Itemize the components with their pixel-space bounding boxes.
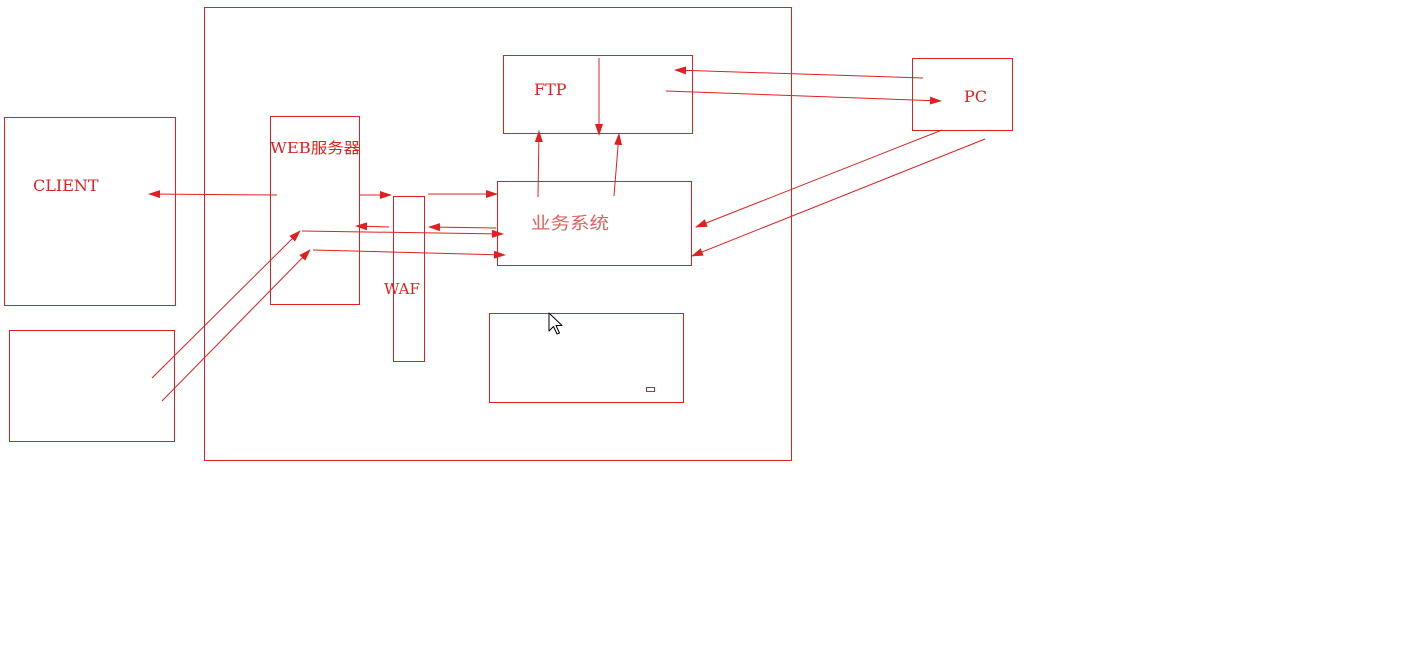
ftp-label: FTP — [534, 80, 567, 99]
arrow-ftp-to-pc — [665, 90, 942, 105]
mouse-pointer-icon — [548, 312, 563, 335]
arrow-business-to-waf — [428, 223, 497, 232]
arrow-web-to-business-2 — [312, 249, 506, 259]
pc-node[interactable]: PC — [912, 58, 1013, 131]
arrow-pc-to-ftp — [674, 66, 924, 79]
ftp-node[interactable]: FTP — [503, 55, 693, 134]
waf-node[interactable]: WAF — [384, 196, 425, 362]
arrow-web-to-client — [148, 190, 278, 199]
arrow-web-to-business-1 — [301, 229, 504, 238]
business-system-box — [497, 181, 692, 266]
arrow-waf-to-web — [355, 222, 390, 231]
client-label: CLIENT — [33, 176, 99, 195]
pc-label: PC — [964, 87, 987, 106]
business-system-node[interactable]: 业务系统 — [497, 181, 692, 266]
client-node[interactable]: CLIENT — [4, 117, 176, 306]
blank-node[interactable] — [489, 313, 684, 403]
client-extra-box — [9, 330, 175, 442]
arrow-pc-to-business-1 — [695, 129, 943, 228]
arrow-pc-to-business-2 — [691, 138, 986, 257]
arrow-business-to-ftp-2 — [613, 133, 623, 197]
arrow-business-to-ftp-1 — [534, 130, 543, 198]
web-server-node[interactable]: WEB服务器 — [270, 116, 360, 305]
pc-box — [912, 58, 1013, 131]
waf-box — [393, 196, 425, 362]
business-system-label: 业务系统 — [531, 214, 609, 234]
waf-label: WAF — [384, 280, 420, 298]
client-extra-node[interactable] — [9, 330, 175, 442]
client-box — [4, 117, 176, 306]
blank-box-handle — [646, 387, 655, 392]
arrow-extra-to-web-1 — [151, 230, 301, 379]
arrow-extra-to-web-2 — [161, 249, 311, 402]
ftp-box — [503, 55, 693, 134]
web-server-label: WEB服务器 — [270, 139, 360, 157]
network-boundary-frame — [204, 7, 792, 461]
web-server-box — [270, 116, 360, 305]
